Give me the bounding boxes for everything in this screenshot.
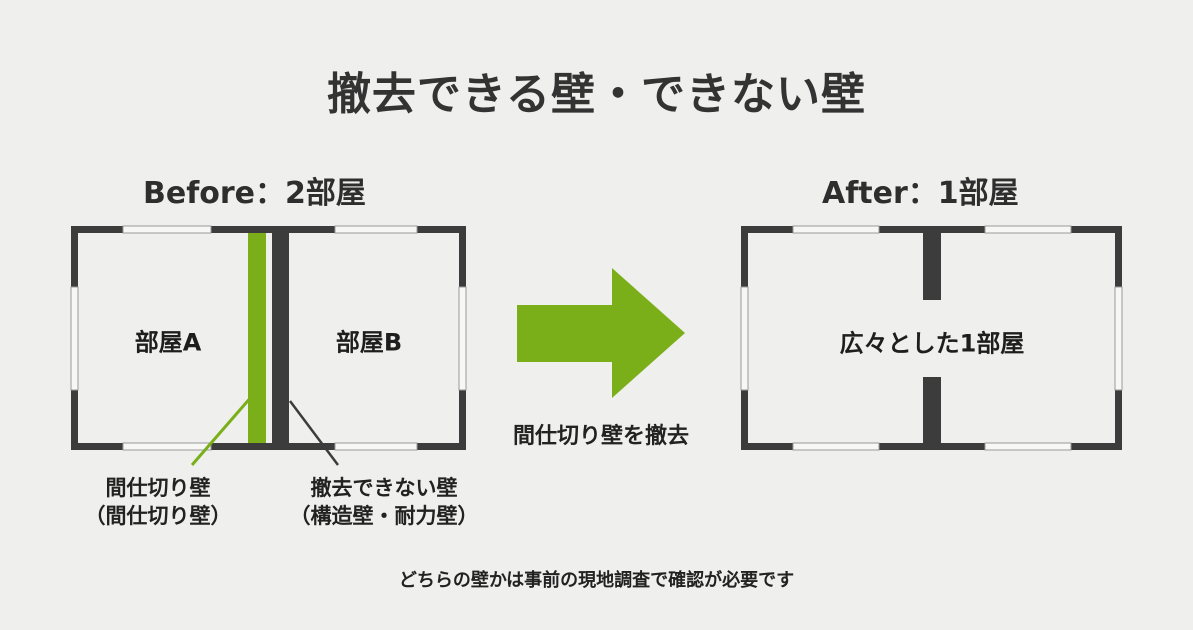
structural-wall-stub-top — [923, 226, 941, 300]
partition-wall-label: 間仕切り壁 — [105, 476, 211, 500]
arrow-caption: 間仕切り壁を撤去 — [512, 424, 690, 449]
window-icon — [984, 225, 1072, 234]
structural-wall-caption: 撤去できない壁 （構造壁・耐力壁） — [290, 474, 479, 530]
partition-wall — [248, 233, 266, 443]
window-icon — [740, 286, 749, 391]
partition-wall-sublabel: （間仕切り壁） — [84, 504, 232, 528]
window-icon — [334, 442, 418, 451]
room-b-label: 部屋B — [335, 328, 403, 357]
window-icon — [70, 286, 79, 391]
arrow-right-icon — [517, 268, 685, 398]
structural-wall-label: 撤去できない壁 — [310, 476, 458, 500]
structural-wall-sublabel: （構造壁・耐力壁） — [289, 504, 479, 528]
window-icon — [122, 442, 212, 451]
partition-wall-caption: 間仕切り壁 （間仕切り壁） — [85, 474, 232, 530]
window-icon — [122, 225, 212, 234]
window-icon — [458, 286, 467, 391]
window-icon — [984, 442, 1072, 451]
structural-wall — [272, 233, 289, 443]
after-floor-plan — [740, 225, 1123, 451]
window-icon — [792, 225, 880, 234]
structural-leader-line — [289, 400, 339, 466]
after-heading: After：1部屋 — [822, 176, 1019, 211]
room-a-label: 部屋A — [134, 328, 202, 357]
page-title: 撤去できる壁・できない壁 — [326, 69, 867, 120]
before-heading: Before：2部屋 — [143, 176, 366, 211]
before-floor-plan — [70, 225, 467, 466]
window-icon — [334, 225, 418, 234]
window-icon — [792, 442, 880, 451]
footer-note: どちらの壁かは事前の現地調査で確認が必要です — [398, 570, 795, 591]
window-icon — [1114, 286, 1123, 391]
partition-leader-line — [190, 395, 254, 466]
structural-wall-stub-bottom — [923, 377, 941, 450]
after-room-label: 広々とした1部屋 — [839, 329, 1025, 358]
